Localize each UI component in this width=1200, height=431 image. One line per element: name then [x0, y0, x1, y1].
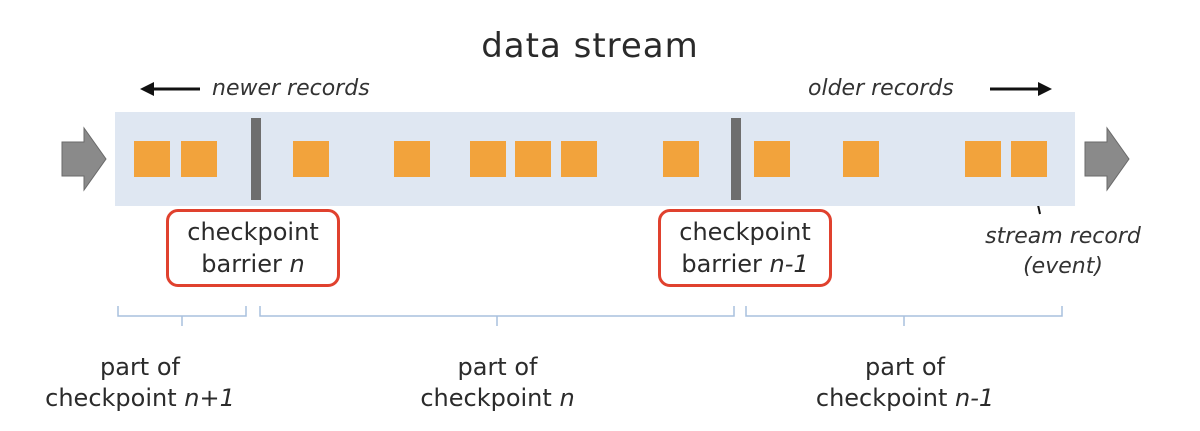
- part-var: n+1: [184, 384, 235, 412]
- barrier-prefix: barrier: [681, 250, 770, 278]
- stream-record: [181, 141, 217, 177]
- flow-out-arrow-icon: [1084, 126, 1130, 192]
- bracket-checkpoint-n: [259, 306, 735, 326]
- stream-record: [561, 141, 597, 177]
- part-var: n-1: [954, 384, 995, 412]
- stream-record-note: stream record (event): [958, 222, 1168, 282]
- left-arrow-icon: [140, 82, 200, 96]
- part-prefix: checkpoint: [45, 384, 185, 412]
- part-line1: part of: [865, 353, 945, 381]
- part-of-checkpoint-n-minus-1: part of checkpoint n-1: [785, 352, 1025, 414]
- part-line1: part of: [100, 353, 180, 381]
- stream-record: [843, 141, 879, 177]
- stream-record: [470, 141, 506, 177]
- right-arrow-icon: [990, 82, 1052, 96]
- part-prefix: checkpoint: [815, 384, 955, 412]
- barrier-line1: checkpoint: [679, 218, 811, 246]
- stream-record-label: stream record: [985, 224, 1141, 249]
- older-records-label: older records: [808, 76, 954, 101]
- part-line2: checkpoint n+1: [20, 383, 260, 414]
- part-var: n: [559, 384, 575, 412]
- checkpoint-barrier-n-minus-1-label: checkpoint barrier n-1: [658, 209, 832, 287]
- part-line1: part of: [457, 353, 538, 381]
- barrier-line1: checkpoint: [187, 218, 319, 246]
- bracket-checkpoint-n-minus-1: [745, 306, 1063, 326]
- stream-record: [663, 141, 699, 177]
- stream-record: [754, 141, 790, 177]
- barrier-prefix: barrier: [201, 250, 290, 278]
- diagram-title: data stream: [481, 26, 699, 66]
- barrier-var: n: [289, 250, 305, 278]
- part-line2: checkpoint n: [385, 383, 610, 414]
- stream-record: [394, 141, 430, 177]
- stream-record-sublabel: (event): [1023, 254, 1103, 279]
- checkpoint-barrier-n-bar: [251, 118, 261, 200]
- newer-records-label: newer records: [212, 76, 370, 101]
- stream-record: [293, 141, 329, 177]
- flow-in-arrow-icon: [61, 126, 107, 192]
- part-of-checkpoint-n-plus-1: part of checkpoint n+1: [20, 352, 260, 414]
- barrier-var: n-1: [769, 250, 809, 278]
- checkpoint-barrier-n-label: checkpoint barrier n: [166, 209, 340, 287]
- part-of-checkpoint-n: part of checkpoint n: [385, 352, 610, 414]
- bracket-checkpoint-n-plus-1: [117, 306, 247, 326]
- stream-record: [965, 141, 1001, 177]
- barrier-line2: barrier n-1: [671, 248, 819, 280]
- stream-record: [1011, 141, 1047, 177]
- part-prefix: checkpoint: [420, 384, 560, 412]
- part-line2: checkpoint n-1: [785, 383, 1025, 414]
- stream-record: [515, 141, 551, 177]
- stream-record: [134, 141, 170, 177]
- barrier-line2: barrier n: [179, 248, 327, 280]
- checkpoint-barrier-n-minus-1-bar: [731, 118, 741, 200]
